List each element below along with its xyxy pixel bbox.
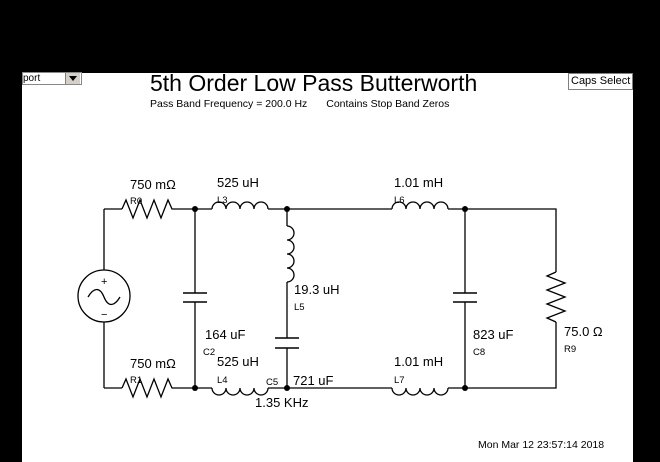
l3-value: 525 uH xyxy=(217,175,259,190)
inductor-l3-symbol xyxy=(211,201,269,210)
port-dropdown[interactable]: port xyxy=(22,72,82,85)
chevron-down-icon[interactable] xyxy=(65,73,80,84)
port-dropdown-value: port xyxy=(23,73,41,84)
timestamp: Mon Mar 12 23:57:14 2018 xyxy=(478,439,605,451)
c8-ref: C8 xyxy=(473,347,485,358)
svg-text:+: + xyxy=(101,276,107,288)
inductor-l7-symbol xyxy=(391,387,449,396)
capacitor-c8-symbol xyxy=(453,292,477,303)
l5-ref: L5 xyxy=(294,302,305,313)
wire-top-left xyxy=(104,208,557,272)
r1-ref: R1 xyxy=(130,375,142,386)
c2-ref: C2 xyxy=(203,347,215,358)
c2-value: 164 uF xyxy=(205,327,246,342)
resistor-r1-symbol xyxy=(121,377,176,399)
inductor-l4-symbol xyxy=(211,387,269,396)
junction-dots xyxy=(192,206,468,391)
ac-source-symbol: + − xyxy=(77,269,131,323)
resistor-r9-symbol xyxy=(545,271,567,323)
subtitle: Pass Band Frequency = 200.0 Hz Contains … xyxy=(150,98,449,110)
c8-value: 823 uF xyxy=(473,327,514,342)
l6-value: 1.01 mH xyxy=(394,175,443,190)
l3-ref: L3 xyxy=(217,195,228,206)
r0-ref: R0 xyxy=(130,196,142,207)
r0-value: 750 mΩ xyxy=(130,177,176,192)
l6-ref: L6 xyxy=(394,195,405,206)
capacitor-c2-symbol xyxy=(183,292,207,303)
schematic-canvas xyxy=(22,73,633,462)
r9-ref: R9 xyxy=(564,344,576,355)
l7-ref: L7 xyxy=(394,375,405,386)
c5-resonance: 1.35 KHz xyxy=(255,395,308,410)
l4-value: 525 uH xyxy=(217,354,259,369)
l4-ref: L4 xyxy=(217,375,228,386)
capacitor-c5-symbol xyxy=(275,337,299,349)
r1-value: 750 mΩ xyxy=(130,356,176,371)
inductor-l6-symbol xyxy=(391,201,449,210)
resistor-r0-symbol xyxy=(121,198,176,220)
l5-value: 19.3 uH xyxy=(294,282,340,297)
inductor-l5-symbol xyxy=(286,225,295,283)
svg-text:−: − xyxy=(101,309,107,321)
l7-value: 1.01 mH xyxy=(394,354,443,369)
c5-value: 721 uF xyxy=(293,373,334,388)
caps-select-button[interactable]: Caps Select xyxy=(568,73,633,90)
r9-value: 75.0 Ω xyxy=(564,324,603,339)
page-title: 5th Order Low Pass Butterworth xyxy=(150,70,478,96)
passband-frequency: Pass Band Frequency = 200.0 Hz xyxy=(150,98,308,110)
c5-ref: C5 xyxy=(266,377,278,388)
stopband-note: Contains Stop Band Zeros xyxy=(326,98,450,110)
